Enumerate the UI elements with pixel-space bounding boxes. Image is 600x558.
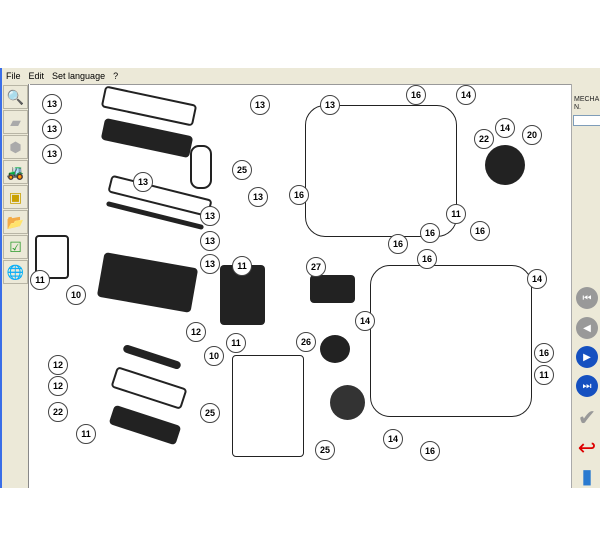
callout-number[interactable]: 11 bbox=[226, 333, 246, 353]
callout-number[interactable]: 27 bbox=[306, 257, 326, 277]
callout-number[interactable]: 13 bbox=[200, 206, 220, 226]
callout-number[interactable]: 14 bbox=[527, 269, 547, 289]
open-folder-button[interactable]: 📂 bbox=[3, 210, 28, 234]
callout-number[interactable]: 10 bbox=[66, 285, 86, 305]
prev-icon: ◀ bbox=[576, 317, 598, 339]
menu-edit[interactable]: Edit bbox=[28, 71, 45, 81]
callout-number[interactable]: 22 bbox=[474, 129, 494, 149]
catalog-icon: ▣ bbox=[8, 188, 23, 205]
callout-number[interactable]: 16 bbox=[470, 221, 490, 241]
component-icon: ⬢ bbox=[9, 138, 22, 155]
callout-number[interactable]: 13 bbox=[133, 172, 153, 192]
callout-number[interactable]: 14 bbox=[495, 118, 515, 138]
last-button[interactable]: ⏭ bbox=[574, 372, 600, 400]
callout-number[interactable]: 16 bbox=[406, 85, 426, 105]
crankshaft-part[interactable] bbox=[122, 343, 182, 371]
tractor-button[interactable]: 🚜 bbox=[3, 160, 28, 184]
callout-number[interactable]: 25 bbox=[315, 440, 335, 460]
right-panel: MECHA N. ⏮ ◀ ▶ ⏭ ✔ ↩ ▮ bbox=[571, 84, 600, 488]
callout-number[interactable]: 13 bbox=[42, 119, 62, 139]
callout-number[interactable]: 16 bbox=[420, 223, 440, 243]
first-icon: ⏮ bbox=[576, 287, 598, 309]
mechanical-number-input[interactable] bbox=[573, 115, 600, 126]
part-icon: ▰ bbox=[10, 113, 21, 130]
callout-number[interactable]: 12 bbox=[48, 355, 68, 375]
callout-number[interactable]: 20 bbox=[522, 125, 542, 145]
component-button[interactable]: ⬢ bbox=[3, 135, 28, 159]
oil-pan-part[interactable] bbox=[108, 404, 182, 446]
open-folder-icon: 📂 bbox=[6, 213, 25, 230]
callout-number[interactable]: 13 bbox=[42, 144, 62, 164]
globe-button[interactable]: 🌐 bbox=[3, 260, 28, 284]
callout-number[interactable]: 22 bbox=[48, 402, 68, 422]
callout-number[interactable]: 13 bbox=[320, 95, 340, 115]
callout-number[interactable]: 11 bbox=[446, 204, 466, 224]
globe-icon: 🌐 bbox=[6, 263, 25, 280]
check-button[interactable]: ✔ bbox=[574, 404, 600, 432]
callout-number[interactable]: 10 bbox=[204, 346, 224, 366]
callout-number[interactable]: 11 bbox=[232, 256, 252, 276]
callout-number[interactable]: 26 bbox=[296, 332, 316, 352]
cylinder-liner-part[interactable] bbox=[190, 145, 212, 189]
callout-number[interactable]: 14 bbox=[355, 311, 375, 331]
menu-set-language[interactable]: Set language bbox=[52, 71, 106, 81]
left-toolbar: 🔍 ▰ ⬢ 🚜 ▣ 📂 ☑ 🌐 bbox=[0, 84, 29, 488]
alternator-part[interactable] bbox=[320, 335, 350, 363]
callout-number[interactable]: 16 bbox=[417, 249, 437, 269]
callout-number[interactable]: 25 bbox=[232, 160, 252, 180]
prev-button[interactable]: ◀ bbox=[574, 314, 600, 342]
oil-pan-gasket-part[interactable] bbox=[110, 366, 188, 410]
fan-part[interactable] bbox=[330, 385, 365, 420]
callout-number[interactable]: 13 bbox=[248, 187, 268, 207]
engine-assembly-lower[interactable] bbox=[370, 265, 532, 417]
exit-button[interactable]: ▮ bbox=[574, 462, 600, 490]
callout-number[interactable]: 16 bbox=[420, 441, 440, 461]
tractor-icon: 🚜 bbox=[6, 163, 25, 180]
last-icon: ⏭ bbox=[576, 375, 598, 397]
callout-number[interactable]: 16 bbox=[289, 185, 309, 205]
callout-number[interactable]: 12 bbox=[48, 376, 68, 396]
engine-assembly-upper[interactable] bbox=[305, 105, 457, 237]
turbocharger-part[interactable] bbox=[485, 145, 525, 185]
menu-help[interactable]: ? bbox=[113, 71, 119, 81]
checklist-icon: ☑ bbox=[9, 238, 22, 255]
callout-number[interactable]: 14 bbox=[383, 429, 403, 449]
engine-block-part[interactable] bbox=[96, 252, 199, 313]
callout-number[interactable]: 16 bbox=[388, 234, 408, 254]
menu-file[interactable]: File bbox=[6, 71, 21, 81]
undo-button[interactable]: ↩ bbox=[574, 434, 600, 462]
checklist-button[interactable]: ☑ bbox=[3, 235, 28, 259]
callout-number[interactable]: 11 bbox=[76, 424, 96, 444]
callout-number[interactable]: 25 bbox=[200, 403, 220, 423]
gasket-kit-part[interactable] bbox=[232, 355, 304, 457]
part-button[interactable]: ▰ bbox=[3, 110, 28, 134]
catalog-button[interactable]: ▣ bbox=[3, 185, 28, 209]
callout-number[interactable]: 16 bbox=[534, 343, 554, 363]
exit-icon: ▮ bbox=[581, 465, 593, 488]
callout-number[interactable]: 13 bbox=[42, 94, 62, 114]
check-icon: ✔ bbox=[577, 405, 597, 430]
search-key-icon: 🔍 bbox=[6, 88, 25, 105]
first-button[interactable]: ⏮ bbox=[574, 284, 600, 312]
callout-number[interactable]: 14 bbox=[456, 85, 476, 105]
mechanical-number-label: MECHA N. bbox=[574, 96, 599, 111]
menu-bar: File Edit Set language ? bbox=[0, 68, 600, 84]
callout-number[interactable]: 13 bbox=[200, 254, 220, 274]
next-icon: ▶ bbox=[576, 346, 598, 368]
starter-motor-part[interactable] bbox=[310, 275, 355, 303]
callout-number[interactable]: 11 bbox=[534, 365, 554, 385]
callout-number[interactable]: 13 bbox=[250, 95, 270, 115]
callout-number[interactable]: 12 bbox=[186, 322, 206, 342]
next-button[interactable]: ▶ bbox=[574, 343, 600, 371]
undo-icon: ↩ bbox=[577, 435, 597, 460]
search-key-button[interactable]: 🔍 bbox=[3, 85, 28, 109]
callout-number[interactable]: 11 bbox=[30, 270, 50, 290]
callout-number[interactable]: 13 bbox=[200, 231, 220, 251]
